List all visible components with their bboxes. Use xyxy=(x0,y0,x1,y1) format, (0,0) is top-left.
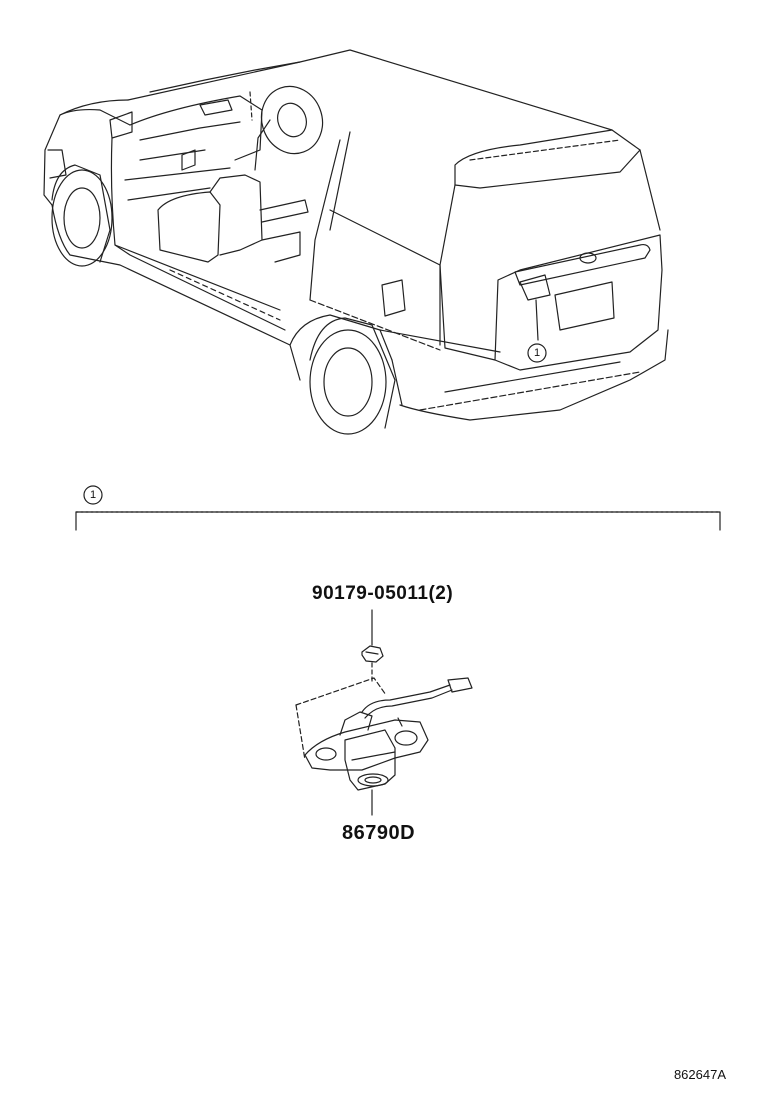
diagram-reference-id: 862647A xyxy=(673,1067,726,1082)
section-callout-number: 1 xyxy=(89,489,97,501)
camera-part-number: 86790D xyxy=(342,822,416,844)
section-bracket xyxy=(75,485,721,531)
camera-assembly xyxy=(295,677,473,816)
vehicle-callout-number: 1 xyxy=(533,347,541,359)
fastener-part-number: 90179-05011(2) xyxy=(312,583,454,604)
fastener-nut xyxy=(361,609,384,683)
vehicle-illustration xyxy=(43,49,669,435)
